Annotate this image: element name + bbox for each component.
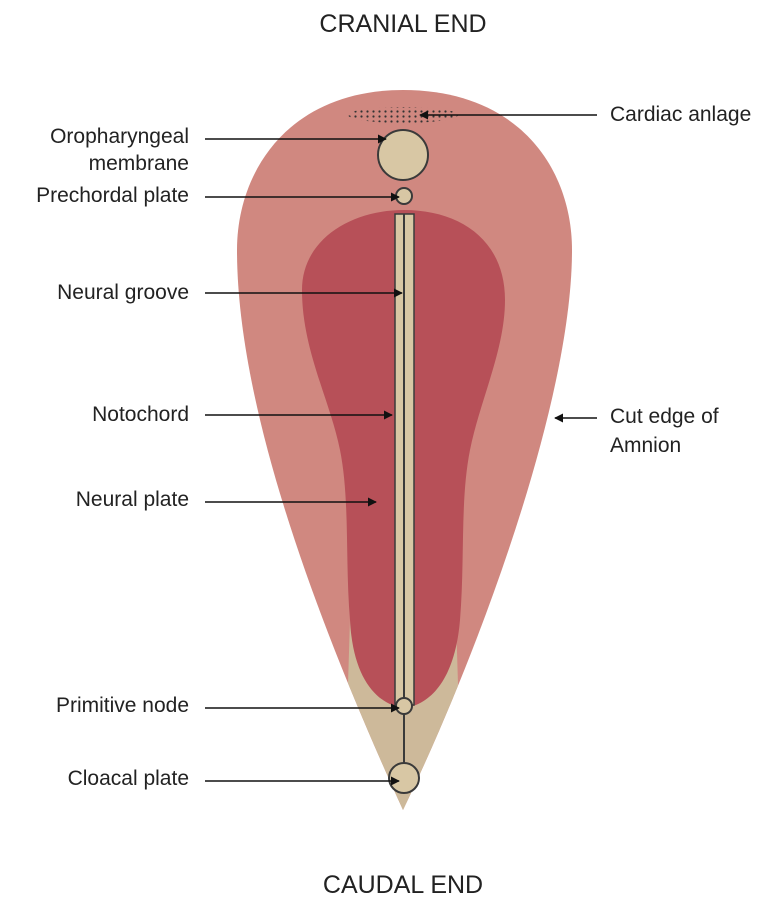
oropharyngeal-membrane [378,130,428,180]
label-oropharyngeal-line2: membrane [89,152,189,175]
label-cut-edge-line1: Cut edge of [610,405,719,428]
label-cloacal-plate: Cloacal plate [68,767,189,790]
label-oropharyngeal-line1: Oropharyngeal [50,125,189,148]
label-neural-plate: Neural plate [76,488,189,511]
label-cardiac-anlage: Cardiac anlage [610,103,751,126]
prechordal-plate [396,188,412,204]
label-prechordal-plate: Prechordal plate [36,184,189,207]
label-notochord: Notochord [92,403,189,426]
cranial-end-title: CRANIAL END [319,10,486,38]
label-neural-groove: Neural groove [57,281,189,304]
caudal-end-title: CAUDAL END [323,871,483,899]
cloacal-plate [389,763,419,793]
label-cut-edge-line2: Amnion [610,434,681,457]
primitive-node [396,698,412,714]
label-primitive-node: Primitive node [56,694,189,717]
